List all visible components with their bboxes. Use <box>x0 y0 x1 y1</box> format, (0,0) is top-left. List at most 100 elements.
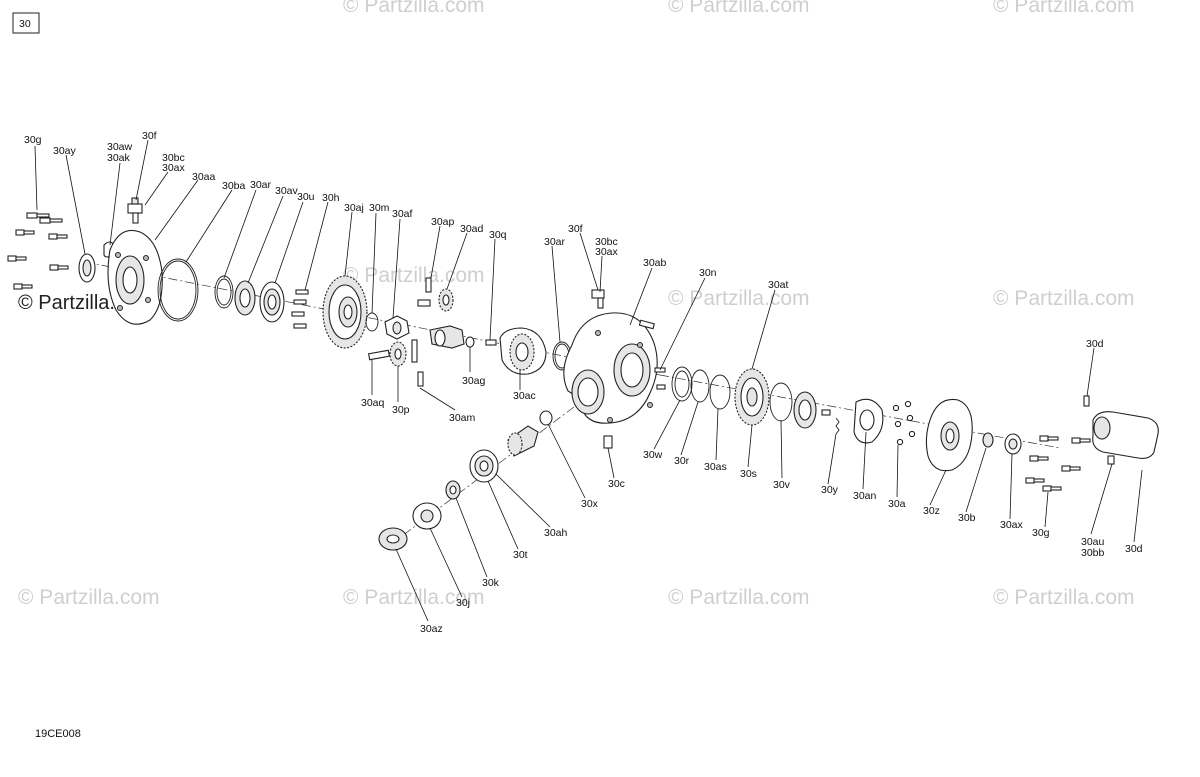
center-axes <box>84 261 1061 546</box>
label-30p: 30p <box>392 404 410 416</box>
label-30u: 30u <box>297 191 315 203</box>
label-30aq: 30aq <box>361 397 385 409</box>
watermark: © Partzilla.com <box>993 0 1135 17</box>
seal-30ay <box>78 253 96 283</box>
label-30ax: 30ax <box>1000 519 1024 531</box>
label-30d: 30d <box>1086 338 1104 350</box>
gear-30ad <box>438 288 454 312</box>
bearing-30ah <box>469 449 499 483</box>
pins-30ap <box>417 277 432 307</box>
left-bolts <box>7 212 69 290</box>
figure-number: 30 <box>19 18 31 30</box>
housing-30ab <box>563 312 658 424</box>
label-30ax: 30ax <box>162 162 186 174</box>
label-30ar: 30ar <box>250 179 272 191</box>
seal-30b <box>982 432 994 448</box>
ring-gear-30aj <box>322 275 368 349</box>
label-30ak: 30ak <box>107 152 131 164</box>
pinion-30aq <box>367 349 391 361</box>
label-30ba: 30ba <box>222 180 246 192</box>
nut-30k <box>445 480 461 500</box>
pin-30q <box>485 339 497 346</box>
label-30v: 30v <box>773 479 791 491</box>
label-30m: 30m <box>369 202 390 214</box>
label-30aw: 30aw <box>107 141 133 153</box>
bearing-30u <box>259 281 285 323</box>
sensor-30f <box>127 197 143 224</box>
label-30w: 30w <box>643 449 663 461</box>
label-30ar: 30ar <box>544 236 566 248</box>
gear-30at <box>734 368 770 426</box>
label-30az: 30az <box>420 623 443 635</box>
label-30ad: 30ad <box>460 223 484 235</box>
label-30ax: 30ax <box>595 246 619 258</box>
plate-30v <box>793 391 817 429</box>
watermark: © Partzilla.com <box>18 586 160 609</box>
label-30ap: 30ap <box>431 216 455 228</box>
bearing-30av <box>234 280 256 316</box>
cover-30z <box>925 398 973 472</box>
leader-lines <box>34 139 1143 622</box>
carrier-30ac <box>499 327 547 375</box>
label-30an: 30an <box>853 490 877 502</box>
label-30h: 30h <box>322 192 340 204</box>
label-30x: 30x <box>581 498 599 510</box>
watermark: © Partzilla.com <box>993 586 1135 609</box>
right-bolts-30g <box>1025 435 1091 492</box>
pin-30n <box>654 367 666 390</box>
watermark: © Partzilla.com <box>993 287 1135 310</box>
label-30z: 30z <box>923 505 940 517</box>
watermark: © Partzilla.com <box>343 0 485 17</box>
label-30f: 30f <box>568 223 583 235</box>
plate-30s <box>769 382 793 422</box>
label-30d: 30d <box>1125 543 1143 555</box>
label-30f: 30f <box>142 130 157 142</box>
label-30s: 30s <box>740 468 757 480</box>
balls-30a <box>892 400 916 446</box>
shaft-30ag <box>429 325 475 349</box>
label-30n: 30n <box>699 267 717 279</box>
label-30y: 30y <box>821 484 839 496</box>
pinion-30x <box>507 410 553 457</box>
label-30au: 30au <box>1081 536 1105 548</box>
cover-30aa <box>107 229 163 325</box>
label-30bb: 30bb <box>1081 547 1105 559</box>
clip-30ab <box>638 319 655 330</box>
drawing-code: 19CE008 <box>35 728 81 740</box>
washer-30az <box>378 527 408 551</box>
spider-30af <box>384 315 410 340</box>
watermark: © Partzilla.com <box>668 586 810 609</box>
figure-number-box <box>12 12 40 34</box>
label-30ab: 30ab <box>643 257 667 269</box>
watermark: © Partzilla.com <box>668 0 810 17</box>
part-labels: 30g 30ay 30aw 30ak 30f 30bc 30ax 30aa 30… <box>24 130 1143 635</box>
label-30af: 30af <box>392 208 413 220</box>
label-30g: 30g <box>1032 527 1050 539</box>
washer-30ax-right <box>1004 433 1022 455</box>
bolt-30c <box>603 435 613 449</box>
label-30g: 30g <box>24 134 42 146</box>
label-30at: 30at <box>768 279 789 291</box>
gear-30p <box>389 341 407 367</box>
flange-30j <box>412 502 442 530</box>
label-30ac: 30ac <box>513 390 536 402</box>
actuator-30d <box>1083 395 1159 465</box>
label-30av: 30av <box>275 185 299 197</box>
label-30aj: 30aj <box>344 202 364 214</box>
label-30a: 30a <box>888 498 906 510</box>
o-ring-30ba <box>157 258 199 322</box>
label-30am: 30am <box>449 412 476 424</box>
watermark: © Partzilla.com <box>343 264 485 287</box>
bolts-30h <box>291 289 309 329</box>
label-30c: 30c <box>608 478 625 490</box>
label-30b: 30b <box>958 512 976 524</box>
pin-30am <box>411 339 424 387</box>
label-30q: 30q <box>489 229 507 241</box>
label-30t: 30t <box>513 549 528 561</box>
label-30ah: 30ah <box>544 527 568 539</box>
label-30bc: 30bc <box>162 152 185 164</box>
label-30aa: 30aa <box>192 171 216 183</box>
label-30bc: 30bc <box>595 236 618 248</box>
ring-30as <box>709 374 731 410</box>
label-30j: 30j <box>456 597 470 609</box>
